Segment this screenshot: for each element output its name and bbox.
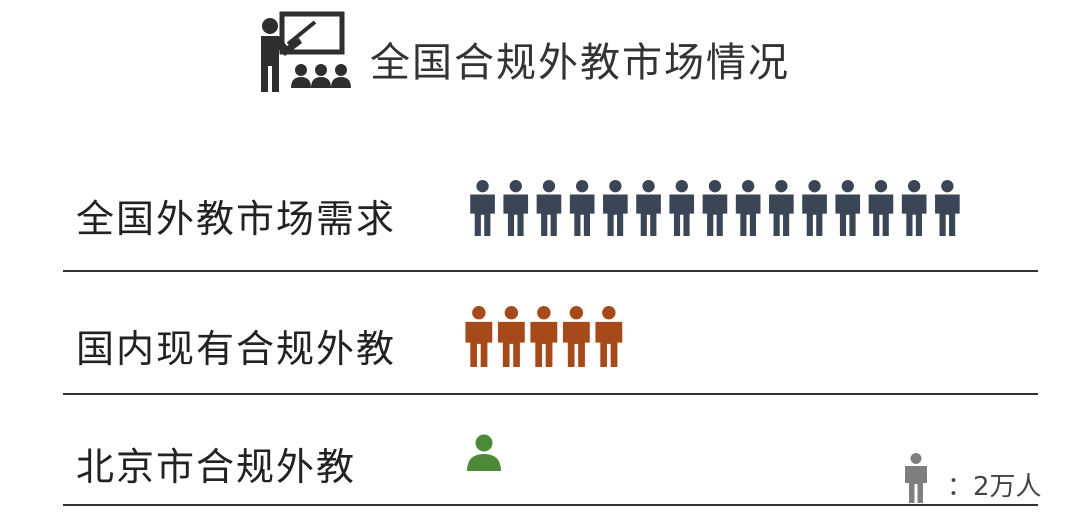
- legend-person-icon: [905, 453, 927, 503]
- person-icon-existing: [465, 306, 493, 367]
- person-icon-demand: [536, 180, 562, 236]
- person-icon-existing: [530, 306, 558, 367]
- person-icon-demand: [935, 180, 960, 236]
- person-icon-demand: [769, 180, 794, 236]
- person-icon-demand: [802, 180, 827, 236]
- page-title: 全国合规外教市场情况: [370, 40, 790, 86]
- row-label-beijing: 北京市合规外教: [76, 445, 357, 489]
- person-icon-demand: [735, 180, 761, 236]
- person-icon-demand: [503, 180, 529, 236]
- person-icon-existing: [562, 306, 590, 367]
- person-icon-demand: [868, 180, 894, 236]
- divider: [63, 504, 1038, 506]
- person-icon-demand: [470, 180, 495, 236]
- person-icon-demand: [569, 180, 595, 236]
- row-label-demand: 全国外教市场需求: [76, 197, 397, 241]
- partial-person-icon-beijing: [467, 434, 501, 471]
- person-icon-demand: [835, 180, 861, 236]
- person-icon-demand: [901, 180, 927, 236]
- divider: [63, 270, 1038, 272]
- person-icon-existing: [497, 306, 525, 367]
- divider: [63, 393, 1038, 395]
- legend-text: ：2万人: [947, 472, 1042, 502]
- teacher-presentation-icon: [261, 11, 351, 92]
- person-icon-demand: [702, 180, 728, 236]
- person-icon-demand: [669, 180, 695, 236]
- person-icon-demand: [636, 180, 661, 236]
- person-icon-existing: [595, 306, 623, 367]
- person-icon-demand: [603, 180, 628, 236]
- row-label-existing: 国内现有合规外教: [76, 327, 397, 371]
